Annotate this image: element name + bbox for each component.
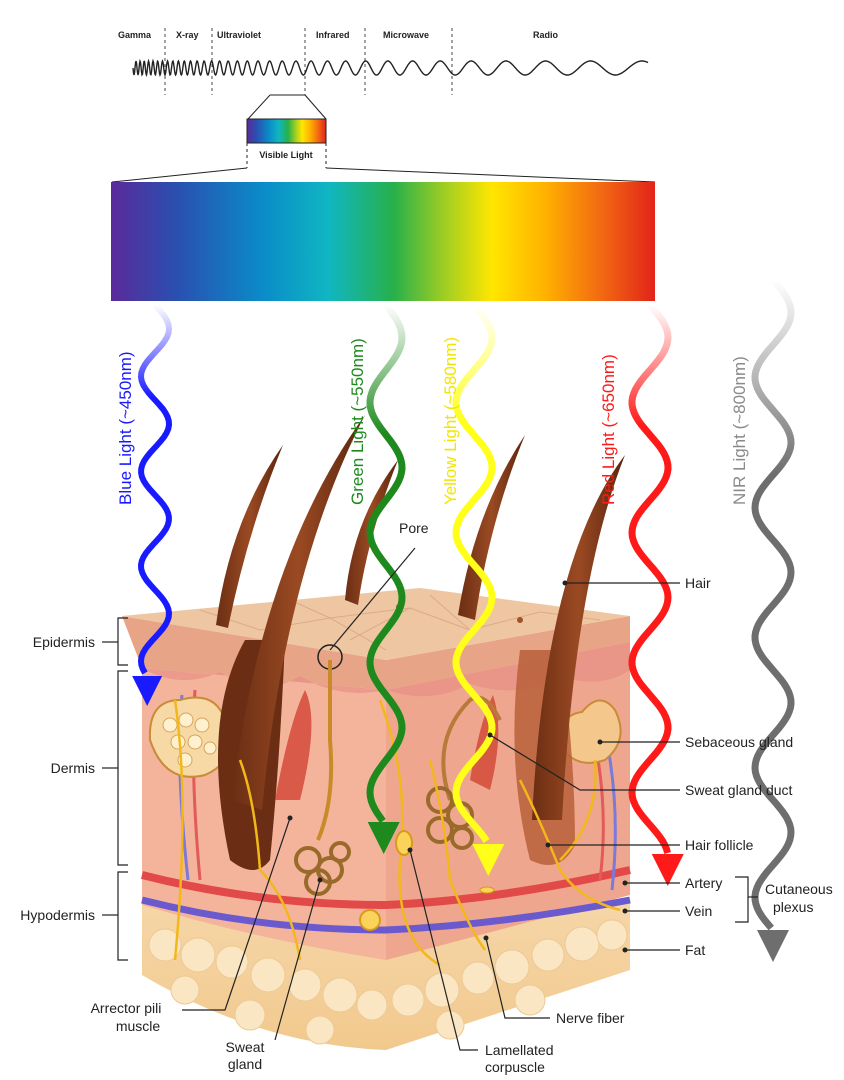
pore-label: Pore	[399, 520, 429, 536]
red-light-label: Red Light (~650nm)	[599, 354, 618, 505]
band-label-microwave: Microwave	[383, 30, 429, 40]
lamellated-corpuscle-label-line2: corpuscle	[485, 1059, 545, 1075]
visible-spectrum-band	[111, 182, 655, 301]
em-spectrum: Gamma X-ray Ultraviolet Infrared Microwa…	[111, 28, 655, 301]
band-label-xray: X-ray	[176, 30, 199, 40]
band-label-gamma: Gamma	[118, 30, 152, 40]
vein-label: Vein	[685, 903, 712, 919]
nir-light-arrowhead	[757, 930, 789, 962]
arrector-pili-label-line1: Arrector pili	[91, 1000, 162, 1016]
blue-light-label: Blue Light (~450nm)	[116, 351, 135, 505]
green-light-label: Green Light (~550nm)	[348, 338, 367, 505]
visible-light-mini-band	[247, 119, 326, 143]
yellow-light-label: Yellow Light (~580nm)	[441, 337, 460, 505]
artery-label: Artery	[685, 875, 722, 891]
arrector-pili-label-line2: muscle	[116, 1018, 161, 1034]
layer-brackets	[102, 618, 128, 960]
sweat-gland-duct-label: Sweat gland duct	[685, 782, 793, 798]
red-light-wave	[632, 305, 668, 853]
em-wave	[133, 61, 648, 75]
dermis-label: Dermis	[51, 760, 95, 776]
cutaneous-plexus-label-line2: plexus	[773, 899, 813, 915]
band-label-infrared: Infrared	[316, 30, 350, 40]
hair-label: Hair	[685, 575, 711, 591]
nir-light-label: NIR Light (~800nm)	[730, 356, 749, 505]
sebaceous-gland-label: Sebaceous gland	[685, 734, 793, 750]
lamellated-corpuscle-label-line1: Lamellated	[485, 1042, 554, 1058]
hair-follicle-label: Hair follicle	[685, 837, 754, 853]
red-light-arrowhead	[652, 854, 684, 886]
hair-shaft-1	[216, 445, 283, 628]
band-label-ultraviolet: Ultraviolet	[217, 30, 261, 40]
band-label-radio: Radio	[533, 30, 559, 40]
sweat-gland-label-line1: Sweat	[226, 1039, 265, 1055]
nir-light-wave	[755, 280, 791, 928]
epidermis-label: Epidermis	[33, 634, 95, 650]
sweat-gland-label-line2: gland	[228, 1056, 262, 1072]
fat-label: Fat	[685, 942, 705, 958]
nerve-fiber-label: Nerve fiber	[556, 1010, 625, 1026]
hypodermis-label: Hypodermis	[20, 907, 95, 923]
cutaneous-plexus-label-line1: Cutaneous	[765, 881, 833, 897]
visible-light-label: Visible Light	[259, 150, 312, 160]
